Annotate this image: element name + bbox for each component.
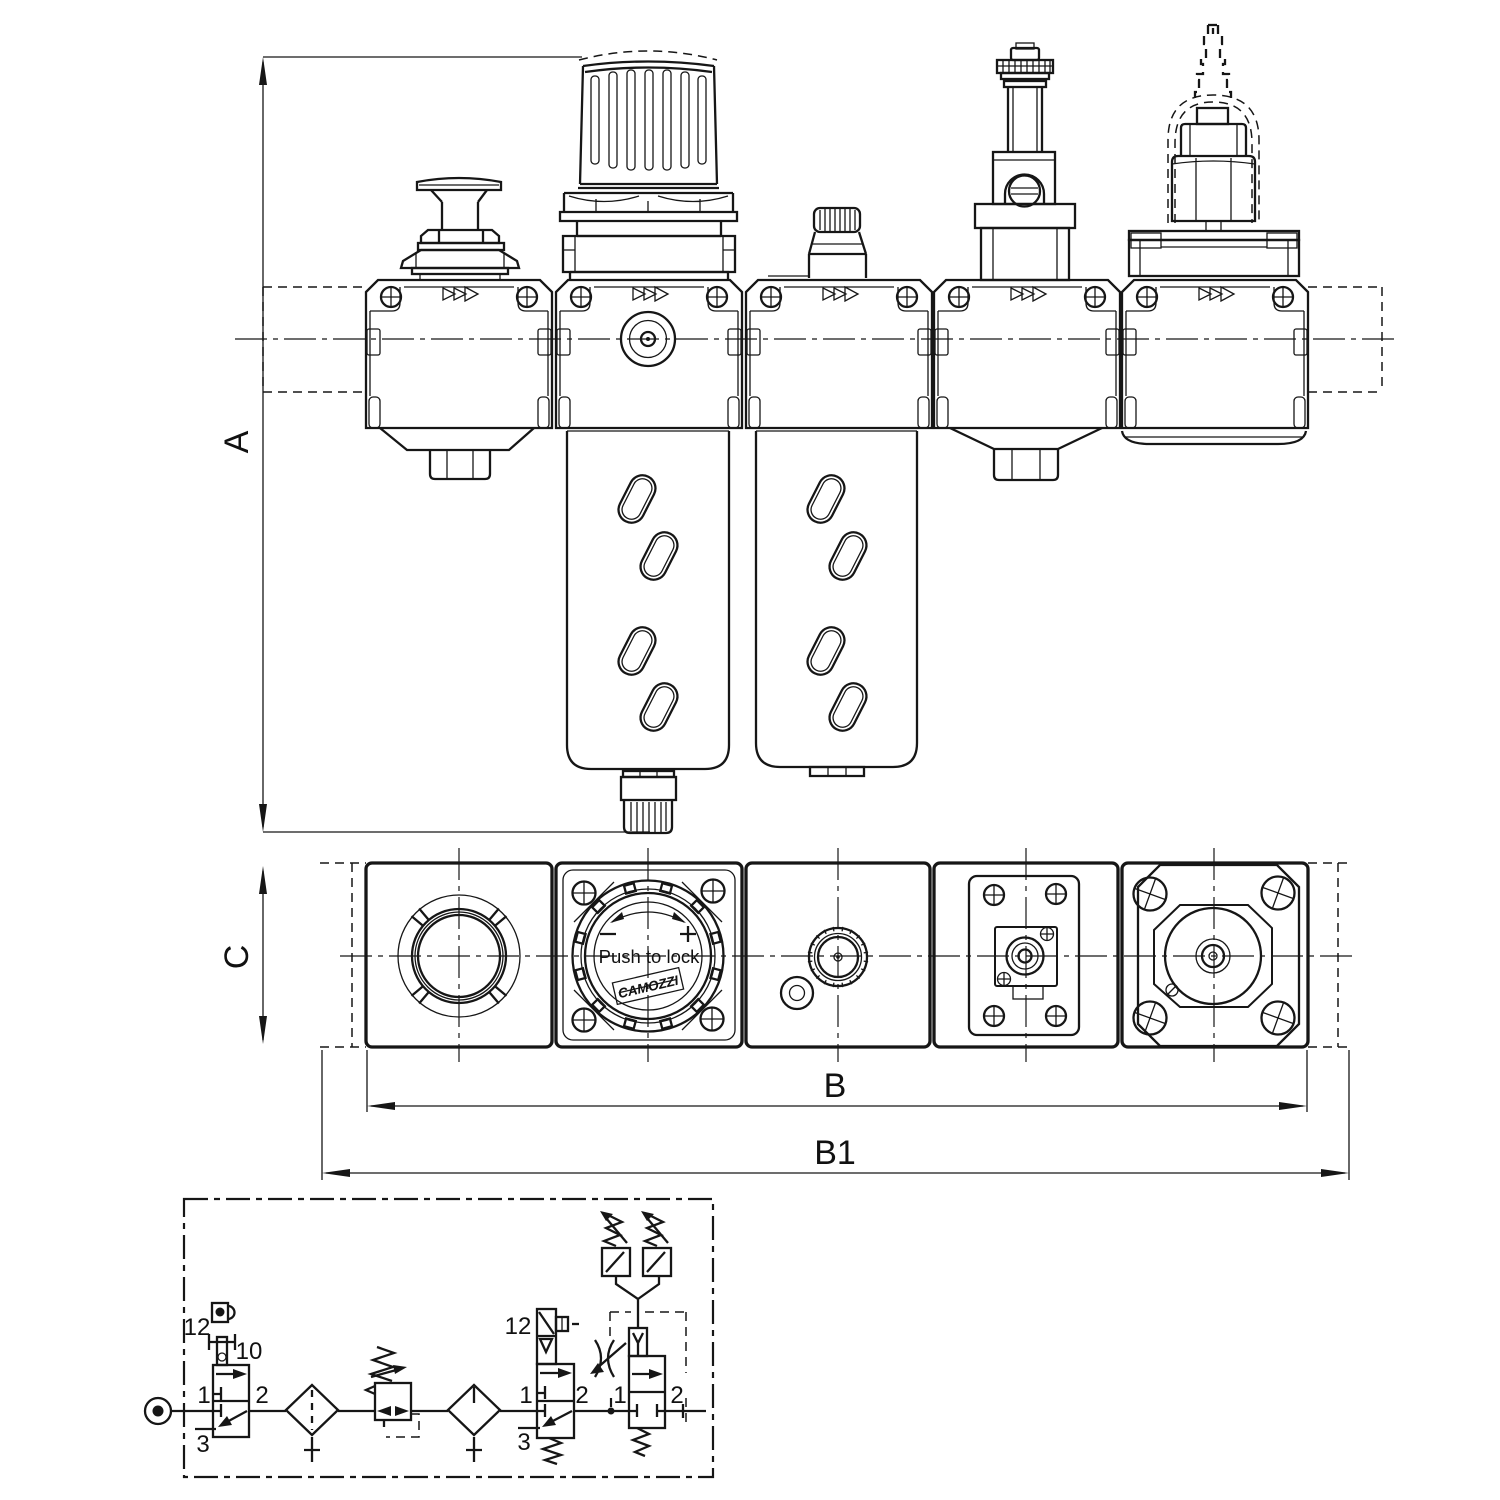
svg-text:2: 2: [255, 1382, 268, 1409]
svg-text:Push to lock: Push to lock: [599, 946, 701, 967]
svg-text:12: 12: [184, 1314, 211, 1341]
svg-text:12: 12: [505, 1313, 532, 1340]
svg-text:3: 3: [517, 1429, 530, 1456]
svg-text:1: 1: [519, 1382, 532, 1409]
svg-text:A: A: [218, 430, 256, 453]
svg-text:B1: B1: [814, 1134, 856, 1172]
svg-text:C: C: [218, 945, 256, 970]
svg-text:3: 3: [196, 1431, 209, 1458]
svg-text:2: 2: [575, 1382, 588, 1409]
svg-text:1: 1: [613, 1382, 626, 1409]
svg-text:B: B: [824, 1067, 847, 1105]
svg-text:2: 2: [670, 1382, 683, 1409]
svg-text:1: 1: [197, 1382, 210, 1409]
svg-text:10: 10: [236, 1338, 263, 1365]
